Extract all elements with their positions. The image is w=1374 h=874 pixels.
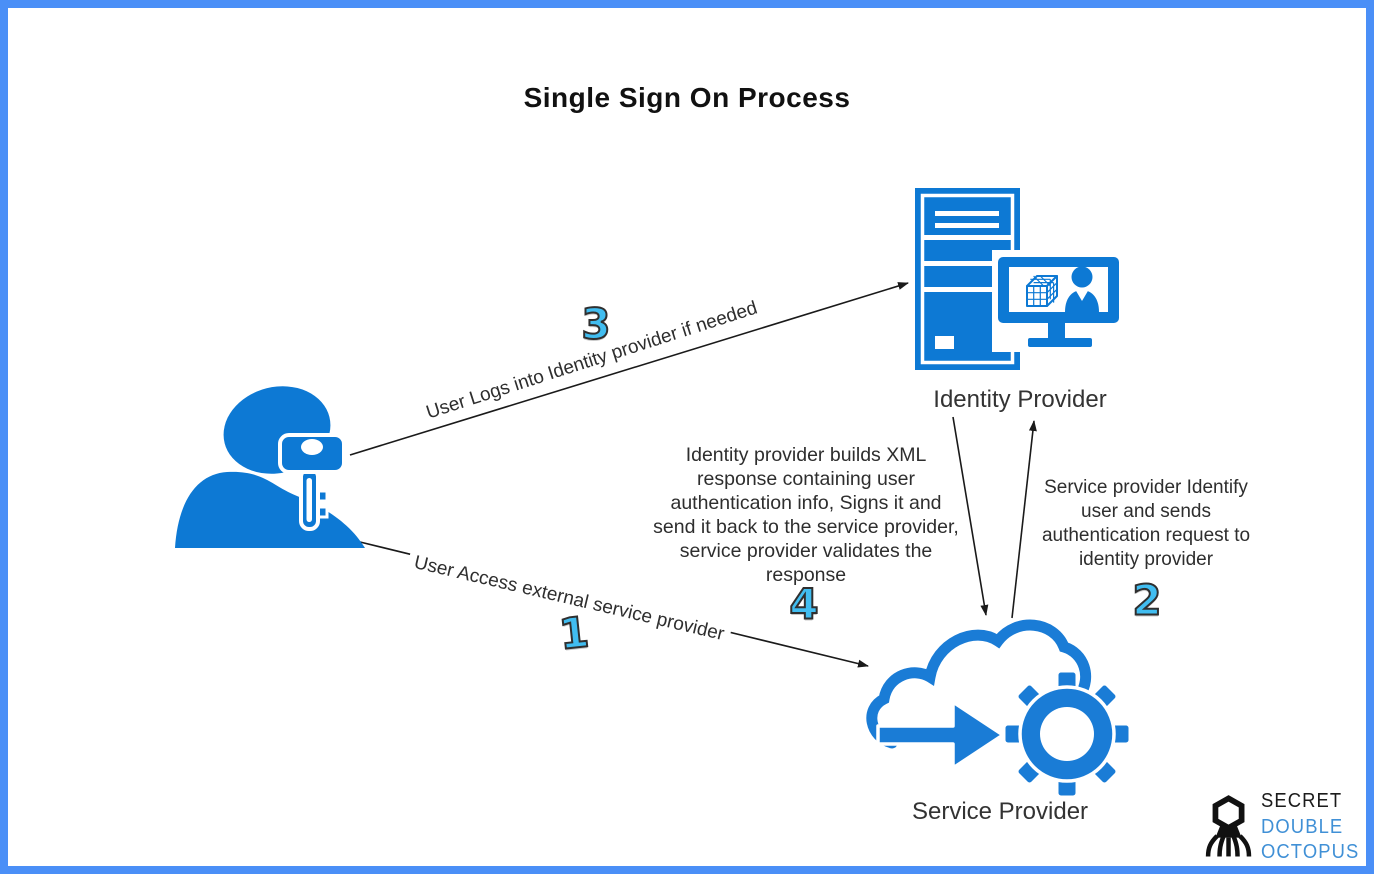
step2-number: 2 bbox=[1131, 575, 1162, 626]
logo-text-octopus: OCTOPUS bbox=[1261, 841, 1360, 863]
identity-provider-label: Identity Provider bbox=[933, 386, 1107, 413]
step4-label: Identity provider builds XML response co… bbox=[653, 444, 959, 586]
arrow-step2-line bbox=[1011, 420, 1037, 619]
monitor-icon bbox=[992, 250, 1128, 352]
step4-number: 4 bbox=[788, 579, 819, 630]
service-provider-label: Service Provider bbox=[911, 798, 1089, 825]
brand-logo: SECRET DOUBLE OCTOPUS bbox=[1204, 788, 1368, 868]
octopus-icon bbox=[1205, 795, 1252, 857]
cube-icon bbox=[1026, 275, 1058, 307]
step2-label: Service provider Identify user and sends… bbox=[1041, 477, 1251, 570]
page-title: Single Sign On Process bbox=[523, 82, 851, 113]
step1-number: 1 bbox=[556, 606, 592, 660]
step3-number: 3 bbox=[580, 299, 611, 350]
gear-icon bbox=[1002, 669, 1132, 799]
arrow-step4-line bbox=[952, 416, 989, 616]
arrow-right-icon bbox=[876, 700, 1005, 770]
user-with-key-icon bbox=[175, 386, 365, 548]
key-icon bbox=[278, 433, 346, 531]
logo-text-double: DOUBLE bbox=[1261, 815, 1344, 838]
person-icon bbox=[1065, 266, 1099, 312]
arrow-step3-line bbox=[349, 282, 909, 456]
server-and-monitor-icon bbox=[915, 188, 1128, 370]
cloud-arrow-gear-icon bbox=[866, 619, 1132, 799]
logo-text-secret: SECRET bbox=[1261, 790, 1343, 812]
